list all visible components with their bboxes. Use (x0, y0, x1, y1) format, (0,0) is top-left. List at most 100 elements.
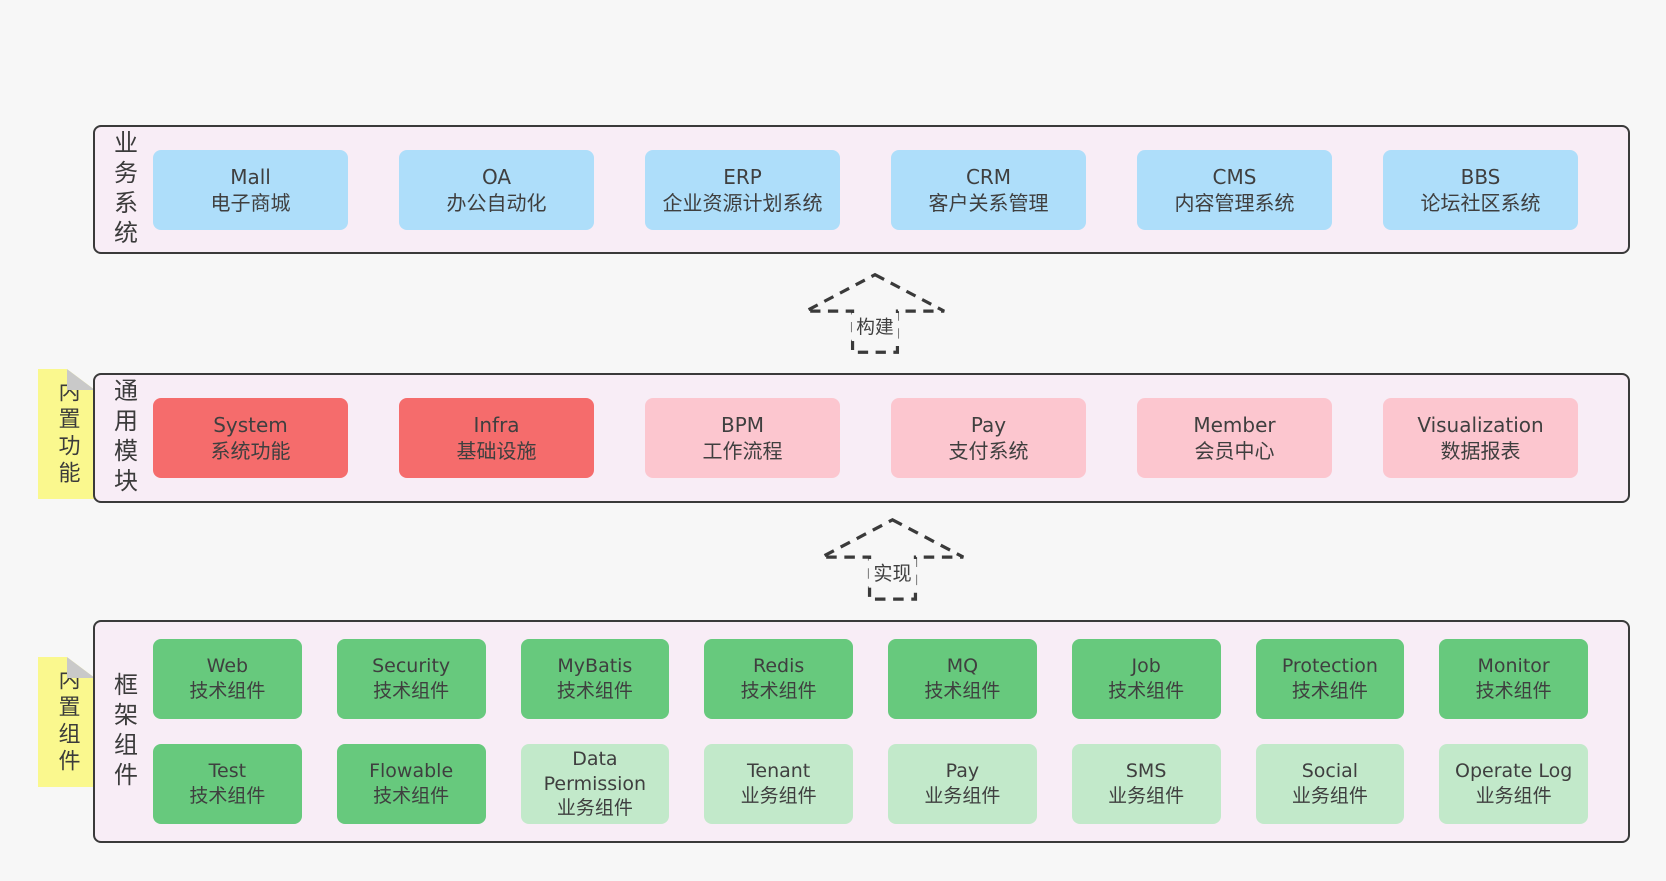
components-box-grid: Web 技术组件 Security 技术组件 MyBatis 技术组件 Redi… (153, 622, 1628, 841)
box-mall: Mall 电子商城 (153, 149, 348, 230)
box-desc: 工作流程 (702, 439, 783, 463)
box-infra: Infra 基础设施 (399, 398, 594, 478)
box-pay-biz: Pay 业务组件 (888, 744, 1037, 824)
box-name: ERP (723, 164, 762, 189)
box-data-permission: Data Permission 业务组件 (520, 744, 670, 824)
box-desc: 技术组件 (924, 680, 1001, 702)
box-desc: 技术组件 (740, 680, 817, 702)
box-name: BPM (720, 413, 765, 437)
box-name: Visualization (1417, 413, 1544, 437)
box-desc: 论坛社区系统 (1420, 190, 1541, 215)
box-bbs: BBS 论坛社区系统 (1383, 149, 1578, 230)
box-desc: 基础设施 (456, 439, 537, 463)
box-desc: 客户关系管理 (928, 190, 1049, 215)
band-common-modules: 通用模块 System 系统功能 Infra 基础设施 BPM 工作流程 Pay… (93, 373, 1630, 503)
box-name: System (213, 413, 288, 437)
box-name: Security (372, 655, 451, 678)
side-note-label: 内置功能 (54, 380, 80, 488)
box-visualization: Visualization 数据报表 (1383, 398, 1578, 478)
box-tenant: Tenant 业务组件 (704, 744, 853, 824)
box-desc: 系统功能 (210, 439, 291, 463)
box-name: SMS (1125, 760, 1167, 783)
box-desc: 技术组件 (189, 680, 266, 702)
box-desc: 技术组件 (373, 680, 450, 702)
folded-corner-icon (67, 657, 95, 678)
box-desc: 技术组件 (556, 680, 633, 702)
dashed-up-arrow-icon: 构建 (805, 272, 945, 354)
box-name: Protection (1281, 655, 1378, 678)
arrow-implement-label: 实现 (873, 562, 911, 585)
box-desc: 技术组件 (189, 785, 266, 807)
box-desc: 数据报表 (1440, 439, 1521, 463)
box-name: Tenant (747, 760, 811, 783)
box-desc: 业务组件 (1475, 785, 1552, 807)
band-business-systems: 业务系统 Mall 电子商城 OA 办公自动化 ERP 企业资源计划系统 CRM… (93, 125, 1630, 254)
band-label: 业务系统 (109, 129, 138, 250)
band-label: 框架组件 (109, 671, 138, 792)
dashed-up-arrow-icon: 实现 (820, 517, 965, 601)
box-name: OA (481, 164, 512, 189)
box-desc: 技术组件 (1291, 680, 1368, 702)
box-name: Social (1301, 760, 1359, 783)
box-desc: 内容管理系统 (1174, 190, 1295, 215)
box-desc: 办公自动化 (446, 190, 547, 215)
box-desc: 企业资源计划系统 (662, 190, 823, 215)
box-name: Mall (230, 164, 271, 189)
box-protection: Protection 技术组件 (1255, 639, 1405, 719)
box-name: Data Permission (543, 747, 647, 795)
box-desc: 业务组件 (1291, 785, 1368, 807)
box-name: Web (206, 655, 249, 678)
band-label: 通用模块 (109, 378, 138, 498)
box-job: Job 技术组件 (1071, 639, 1221, 719)
box-web: Web 技术组件 (153, 639, 302, 719)
band-framework-components: 框架组件 Web 技术组件 Security 技术组件 MyBatis 技术组件… (93, 620, 1630, 843)
box-name: MQ (946, 655, 979, 678)
box-social: Social 业务组件 (1255, 744, 1405, 824)
box-name: Operate Log (1454, 760, 1573, 783)
arrow-build-label: 构建 (856, 318, 893, 339)
business-box-row: Mall 电子商城 OA 办公自动化 ERP 企业资源计划系统 CRM 客户关系… (153, 127, 1628, 252)
box-desc: 技术组件 (1475, 680, 1552, 702)
box-name: Redis (752, 655, 805, 678)
box-mybatis: MyBatis 技术组件 (520, 639, 670, 719)
box-desc: 技术组件 (1108, 680, 1185, 702)
box-cms: CMS 内容管理系统 (1137, 149, 1332, 230)
box-sms: SMS 业务组件 (1071, 744, 1221, 824)
arrow-implement: 实现 (816, 515, 969, 607)
box-desc: 技术组件 (373, 785, 450, 807)
box-oa: OA 办公自动化 (399, 149, 594, 230)
box-name: CRM (965, 164, 1012, 189)
box-name: Monitor (1477, 655, 1550, 678)
box-desc: 支付系统 (948, 439, 1029, 463)
box-desc: 业务组件 (740, 785, 817, 807)
box-name: MyBatis (557, 655, 633, 678)
box-name: Infra (473, 413, 520, 437)
box-name: Pay (970, 413, 1007, 437)
box-erp: ERP 企业资源计划系统 (645, 149, 840, 230)
box-bpm: BPM 工作流程 (645, 398, 840, 478)
box-name: Pay (945, 760, 980, 783)
box-desc: 电子商城 (210, 190, 291, 215)
box-name: Test (208, 760, 247, 783)
box-operate-log: Operate Log 业务组件 (1439, 744, 1588, 824)
side-note-label: 内置组件 (54, 668, 80, 776)
box-desc: 业务组件 (924, 785, 1001, 807)
box-name: Member (1193, 413, 1276, 437)
modules-box-row: System 系统功能 Infra 基础设施 BPM 工作流程 Pay 支付系统… (153, 375, 1628, 501)
box-crm: CRM 客户关系管理 (891, 149, 1086, 230)
box-test: Test 技术组件 (153, 744, 302, 824)
box-desc: 业务组件 (556, 797, 633, 820)
box-desc: 业务组件 (1108, 785, 1185, 807)
side-note-built-in-components: 内置组件 (38, 657, 95, 787)
box-mq: MQ 技术组件 (888, 639, 1037, 719)
folded-corner-icon (67, 369, 95, 390)
box-desc: 会员中心 (1194, 439, 1275, 463)
box-name: Job (1131, 655, 1161, 678)
box-member: Member 会员中心 (1137, 398, 1332, 478)
box-redis: Redis 技术组件 (704, 639, 853, 719)
box-monitor: Monitor 技术组件 (1439, 639, 1588, 719)
arrow-build: 构建 (800, 270, 950, 360)
box-name: Flowable (369, 760, 454, 783)
box-flowable: Flowable 技术组件 (336, 744, 486, 824)
